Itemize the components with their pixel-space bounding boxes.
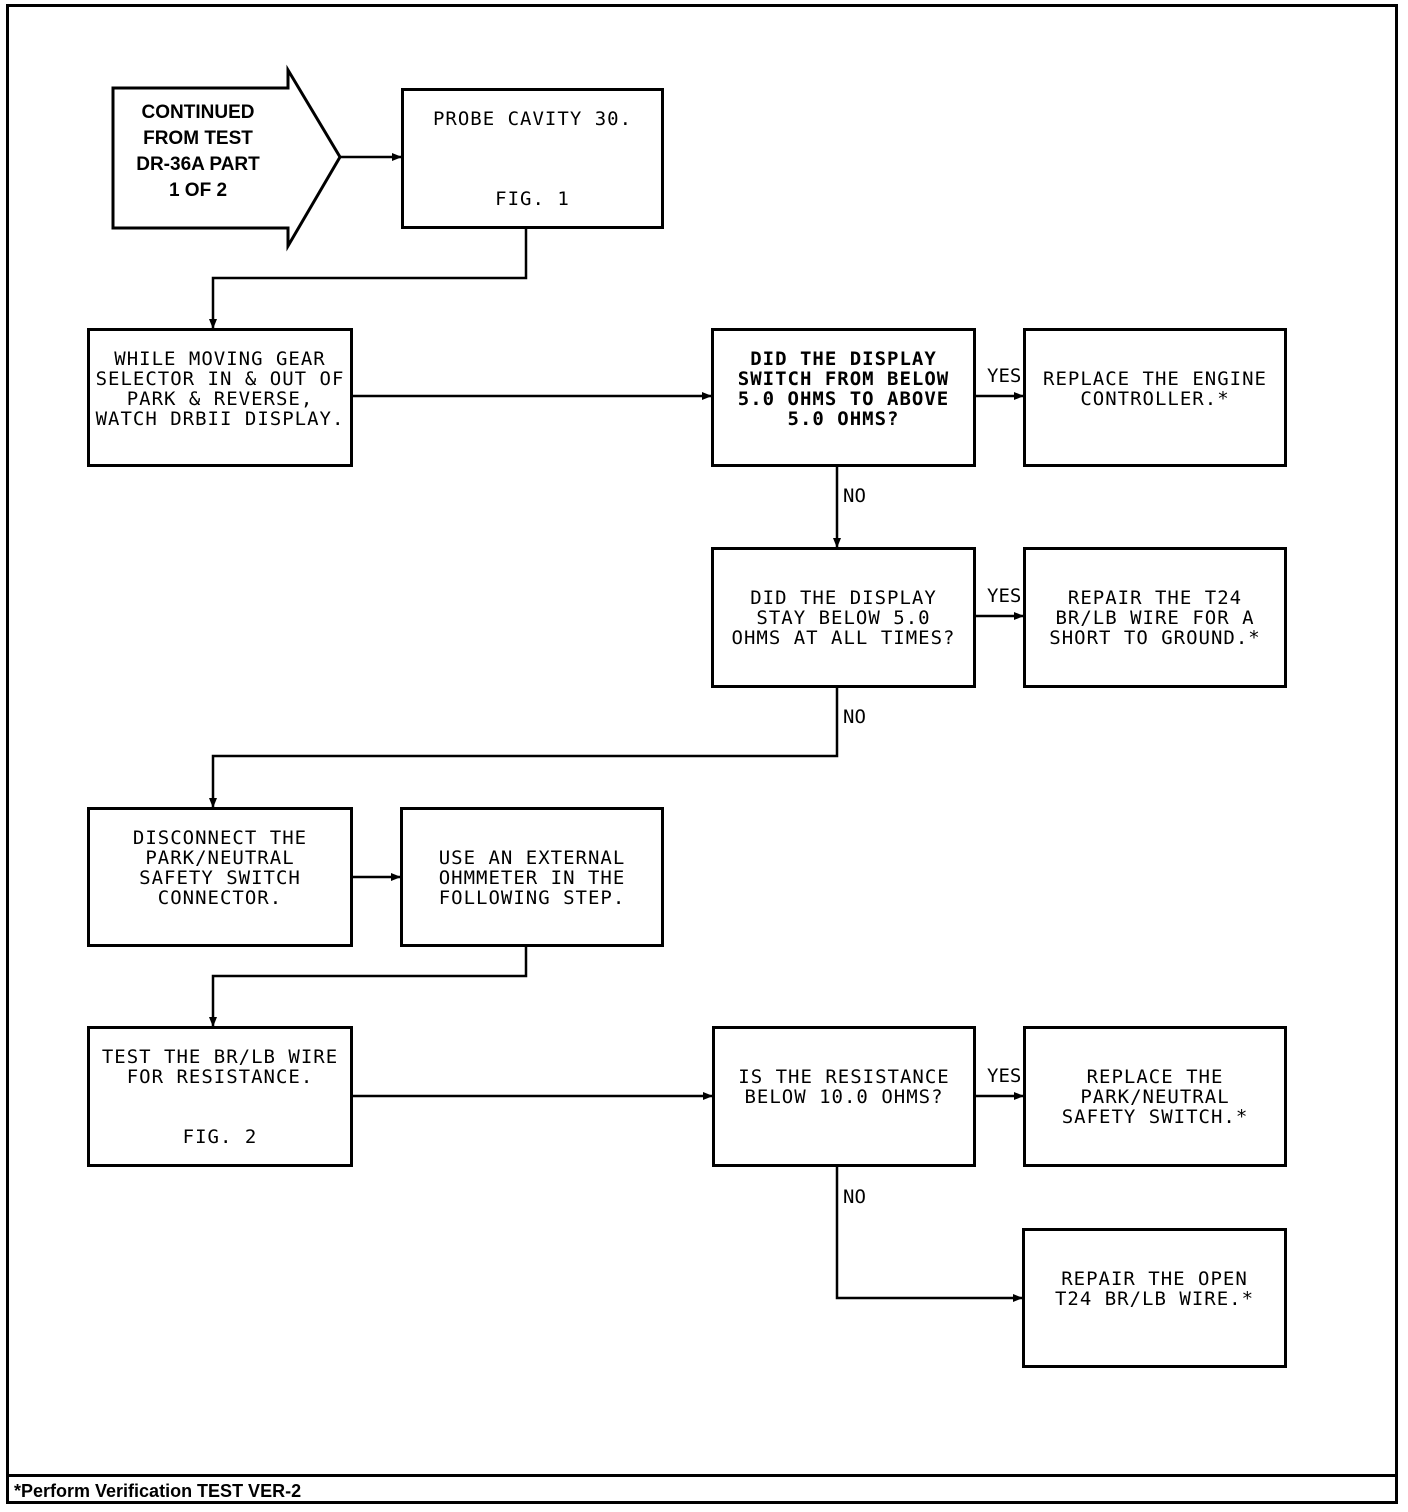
connector-q3-no	[835, 1166, 1023, 1302]
question-stay-text: DID THE DISPLAY STAY BELOW 5.0 OHMS AT A…	[731, 587, 956, 649]
question-switch-box: DID THE DISPLAY SWITCH FROM BELOW 5.0 OH…	[711, 328, 976, 467]
repair-short-text: REPAIR THE T24 BR/LB WIRE FOR A SHORT TO…	[1049, 587, 1261, 649]
probe-cavity-text: PROBE CAVITY 30.	[432, 108, 633, 130]
replace-switch-text: REPLACE THE PARK/NEUTRAL SAFETY SWITCH.*	[1061, 1066, 1249, 1128]
ohmmeter-text: USE AN EXTERNAL OHMMETER IN THE FOLLOWIN…	[438, 847, 626, 909]
no-label: NO	[843, 706, 866, 728]
repair-open-box: REPAIR THE OPEN T24 BR/LB WIRE.*	[1022, 1228, 1287, 1368]
probe-fig-label: FIG. 1	[495, 188, 570, 210]
test-wire-text: TEST THE BR/LB WIRE FOR RESISTANCE.	[101, 1046, 339, 1088]
connector-q2-no	[209, 687, 839, 808]
no-label: NO	[843, 485, 866, 507]
ohmmeter-box: USE AN EXTERNAL OHMMETER IN THE FOLLOWIN…	[400, 807, 664, 947]
yes-label: YES	[987, 365, 1022, 387]
continued-arrow-shape	[111, 64, 342, 252]
watch-display-box: WHILE MOVING GEAR SELECTOR IN & OUT OF P…	[87, 328, 353, 467]
repair-open-text: REPAIR THE OPEN T24 BR/LB WIRE.*	[1054, 1268, 1255, 1310]
probe-cavity-box: PROBE CAVITY 30. FIG. 1	[401, 88, 664, 229]
footer-divider	[6, 1474, 1398, 1477]
question-switch-text: DID THE DISPLAY SWITCH FROM BELOW 5.0 OH…	[737, 348, 950, 430]
question-resistance-text: IS THE RESISTANCE BELOW 10.0 OHMS?	[738, 1066, 950, 1108]
verification-footnote: *Perform Verification TEST VER-2	[14, 1481, 302, 1501]
replace-controller-text: REPLACE THE ENGINE CONTROLLER.*	[1043, 368, 1267, 410]
page-frame	[6, 4, 1398, 1504]
connector-probe-to-watch	[209, 229, 528, 329]
connector-ohmmeter-to-test	[209, 946, 528, 1027]
disconnect-box: DISCONNECT THE PARK/NEUTRAL SAFETY SWITC…	[87, 807, 353, 947]
yes-label: YES	[987, 1065, 1022, 1087]
replace-switch-box: REPLACE THE PARK/NEUTRAL SAFETY SWITCH.*	[1023, 1026, 1287, 1167]
continued-from-text: CONTINUED FROM TEST DR-36A PART 1 OF 2	[136, 102, 260, 201]
watch-display-text: WHILE MOVING GEAR SELECTOR IN & OUT OF P…	[95, 348, 345, 430]
question-resistance-box: IS THE RESISTANCE BELOW 10.0 OHMS?	[712, 1026, 976, 1167]
disconnect-text: DISCONNECT THE PARK/NEUTRAL SAFETY SWITC…	[132, 827, 308, 909]
test-wire-fig-label: FIG. 2	[182, 1126, 258, 1148]
question-stay-box: DID THE DISPLAY STAY BELOW 5.0 OHMS AT A…	[711, 547, 976, 688]
replace-controller-box: REPLACE THE ENGINE CONTROLLER.*	[1023, 328, 1287, 467]
yes-label: YES	[987, 585, 1022, 607]
repair-short-box: REPAIR THE T24 BR/LB WIRE FOR A SHORT TO…	[1023, 547, 1287, 688]
no-label: NO	[843, 1186, 866, 1208]
test-wire-box: TEST THE BR/LB WIRE FOR RESISTANCE. FIG.…	[87, 1026, 353, 1167]
